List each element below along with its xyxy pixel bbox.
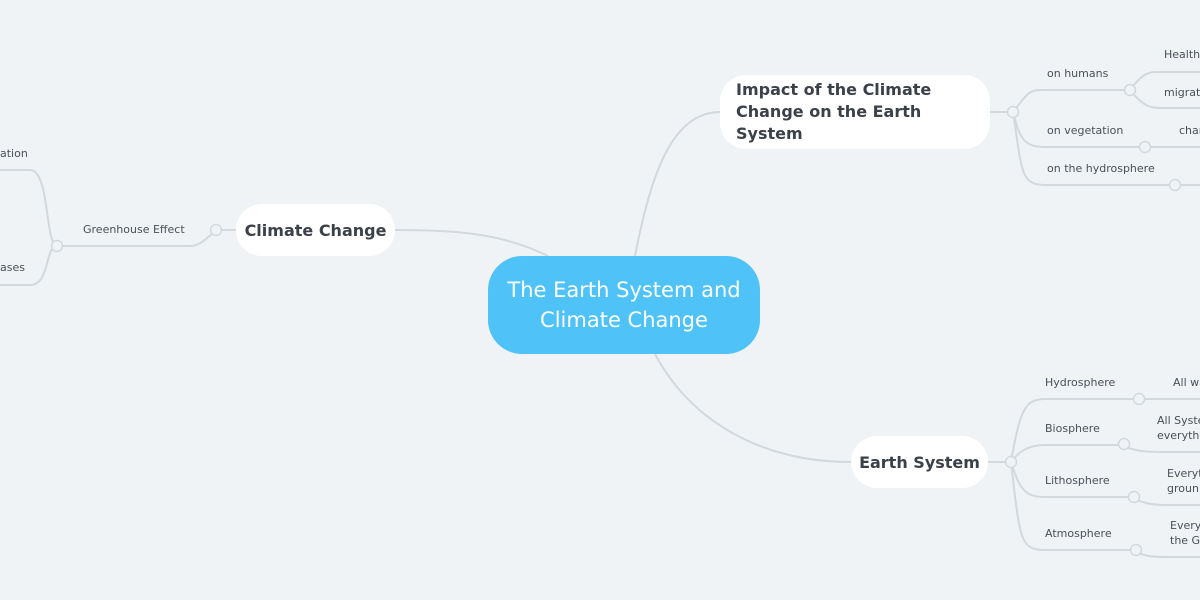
subtopic-biosphere-detail[interactable]: All Syste everythi [1157,414,1200,442]
collapse-toggle[interactable] [209,223,223,237]
subtopic-greenhouse-child-2[interactable]: ases [0,261,25,274]
subtopic-atmosphere[interactable]: Atmosphere [1045,527,1112,540]
subtopic-hydrosphere-detail[interactable]: All wa [1173,376,1200,389]
collapse-toggle[interactable] [1004,455,1018,469]
subtopic-biosphere[interactable]: Biosphere [1045,422,1100,435]
collapse-toggle[interactable] [1123,83,1137,97]
subtopic-on-vegetation[interactable]: on vegetation [1047,124,1124,137]
collapse-toggle[interactable] [1138,140,1152,154]
subtopic-lithosphere[interactable]: Lithosphere [1045,474,1110,487]
topic-climate-change[interactable]: Climate Change [236,204,395,256]
subtopic-greenhouse-effect[interactable]: Greenhouse Effect [83,223,185,236]
collapse-toggle[interactable] [50,239,64,253]
subtopic-hydrosphere[interactable]: Hydrosphere [1045,376,1116,389]
collapse-toggle[interactable] [1127,490,1141,504]
collapse-toggle[interactable] [1006,105,1020,119]
subtopic-atmosphere-detail[interactable]: Every the G [1170,519,1200,547]
collapse-toggle[interactable] [1132,392,1146,406]
subtopic-on-humans[interactable]: on humans [1047,67,1109,80]
topic-impact[interactable]: Impact of the Climate Change on the Eart… [720,75,990,149]
collapse-toggle[interactable] [1117,437,1131,451]
subtopic-vegetation-child[interactable]: char [1179,124,1200,137]
topic-earth-system[interactable]: Earth System [851,436,988,488]
subtopic-greenhouse-child-1[interactable]: ation [0,147,28,160]
central-topic[interactable]: The Earth System and Climate Change [488,256,760,354]
collapse-toggle[interactable] [1168,178,1182,192]
subtopic-lithosphere-detail[interactable]: Everyt groun [1167,467,1200,495]
subtopic-health[interactable]: Health [1164,48,1200,61]
subtopic-on-hydrosphere[interactable]: on the hydrosphere [1047,162,1155,175]
collapse-toggle[interactable] [1129,543,1143,557]
subtopic-migration[interactable]: migrati [1164,86,1200,99]
